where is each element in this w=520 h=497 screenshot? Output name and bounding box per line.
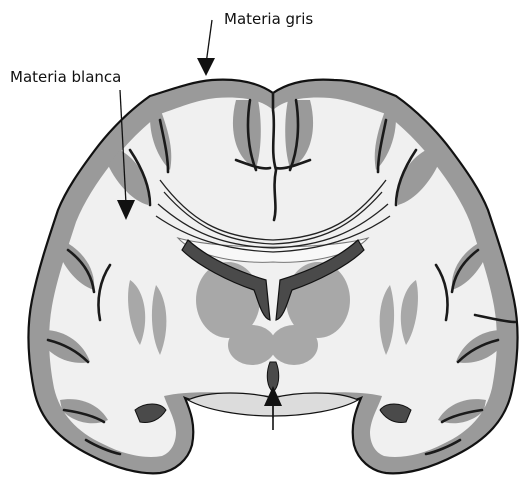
arrow-down-icon bbox=[197, 20, 215, 76]
grey-matter-label: Materia gris bbox=[224, 12, 313, 27]
white-matter-label: Materia blanca bbox=[10, 70, 121, 85]
